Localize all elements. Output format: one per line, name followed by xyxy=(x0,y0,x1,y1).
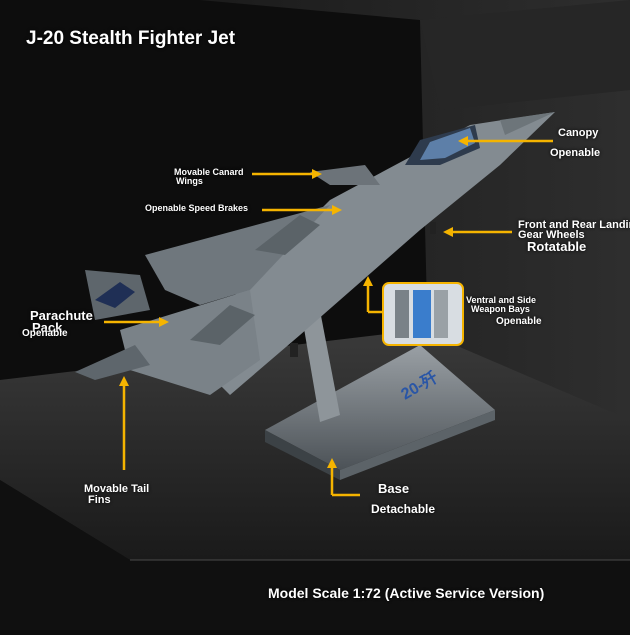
callout-gear-line1: Front and Rear Landing xyxy=(518,219,630,231)
callout-base: Base xyxy=(378,481,410,496)
callout-gear-rotatable: Rotatable xyxy=(527,239,587,254)
callout-chute-line2: Pack xyxy=(32,320,63,335)
display-stand: 20-歼 xyxy=(265,300,495,480)
callout-speed-brakes: Openable Speed Brakes xyxy=(145,203,249,213)
callout-chute-line1: Parachute xyxy=(30,308,93,323)
arrow-heads xyxy=(119,136,468,468)
callout-bays-line1: Ventral and Side xyxy=(466,295,537,305)
callout-gear-line2: Gear Wheels xyxy=(518,229,585,241)
page-title: J-20 Stealth Fighter Jet xyxy=(26,28,236,49)
model-scale-caption: Model Scale 1:72 (Active Service Version… xyxy=(268,585,545,601)
callout-fins-line2: Fins xyxy=(88,494,111,506)
weapon-bay-inset xyxy=(382,282,464,346)
callout-canard-line2: Wings xyxy=(176,176,203,186)
j20-jet-model xyxy=(75,112,555,395)
callout-bays-line2: Weapon Bays xyxy=(471,304,530,314)
callout-base-detachable: Detachable xyxy=(371,502,436,516)
callout-canopy: Canopy xyxy=(558,127,599,139)
callout-canopy-openable: Openable xyxy=(550,147,601,159)
callout-arrows xyxy=(104,139,553,497)
callout-bays-openable: Openable xyxy=(496,316,542,327)
callout-chute-openable: Openable xyxy=(22,328,68,339)
callout-fins-line1: Movable Tail xyxy=(84,483,150,495)
callout-canard-line1: Movable Canard xyxy=(174,167,244,177)
